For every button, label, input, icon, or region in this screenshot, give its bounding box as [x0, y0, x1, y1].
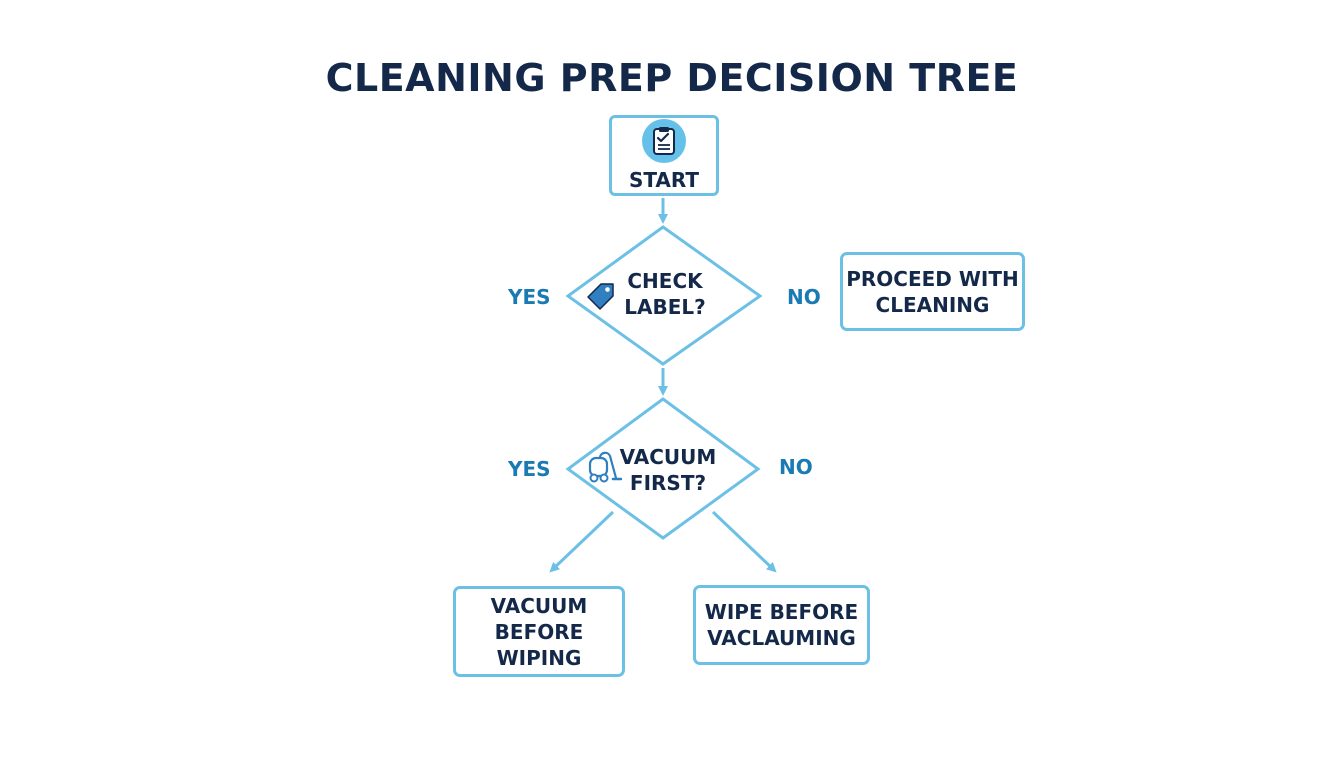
- start-node: START: [609, 115, 719, 196]
- start-label: START: [628, 167, 700, 192]
- check-label-no-label: NO: [787, 285, 821, 309]
- proceed-with-cleaning-label: PROCEED WITH CLEANING: [846, 266, 1019, 317]
- proceed-with-cleaning-node: PROCEED WITH CLEANING: [840, 252, 1025, 331]
- page-title: CLEANING PREP DECISION TREE: [325, 56, 1019, 100]
- vacuum-first-no-label: NO: [779, 455, 813, 479]
- check-label-yes-label: YES: [508, 285, 551, 309]
- vacuum-first-text: VACUUM FIRST?: [619, 445, 717, 495]
- check-label-text: CHECK LABEL?: [624, 269, 706, 319]
- tag-icon: [586, 281, 616, 311]
- arrow-vacuum-first-to-wipe-before: [711, 510, 777, 573]
- wipe-before-vacuuming-node: WIPE BEFORE VACLAUMING: [693, 585, 870, 665]
- vacuum-first-yes-label: YES: [508, 457, 551, 481]
- vacuum-before-wiping-label: VACUUM BEFORE WIPING: [490, 593, 588, 670]
- check-label-diamond: [565, 225, 763, 366]
- arrow-vacuum-first-to-vacuum-before: [549, 510, 615, 573]
- wipe-before-vacuuming-label: WIPE BEFORE VACLAUMING: [704, 600, 859, 650]
- vacuum-cleaner-icon: [586, 450, 623, 484]
- vacuum-before-wiping-node: VACUUM BEFORE WIPING: [453, 586, 625, 677]
- clipboard-check-icon: [642, 118, 686, 163]
- vacuum-first-diamond: [565, 397, 761, 540]
